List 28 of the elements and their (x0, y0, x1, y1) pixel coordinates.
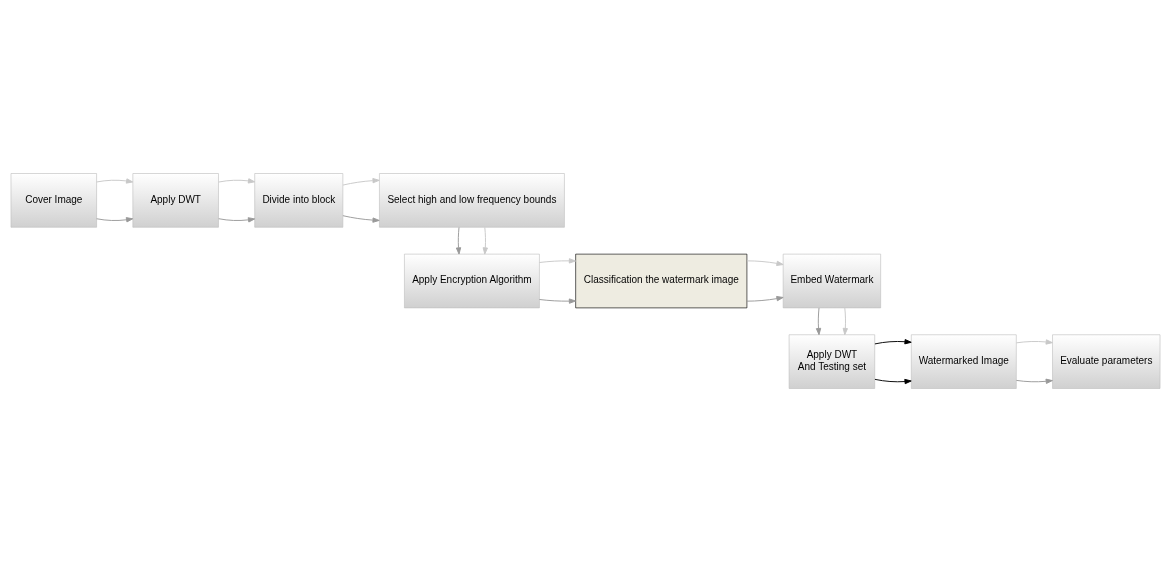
node-box: Select high and low frequency bounds (379, 173, 565, 228)
node-box: Apply Encryption Algorithm (404, 253, 540, 309)
node-box: Classification the watermark image (575, 253, 748, 309)
node-box: Cover Image (10, 173, 97, 228)
arrow (455, 226, 462, 255)
arrow (1015, 339, 1053, 345)
node-box: Apply DWT And Testing set (788, 334, 876, 389)
arrow (96, 217, 134, 223)
arrow (342, 178, 380, 186)
arrow (342, 215, 380, 223)
arrow (218, 178, 256, 184)
arrow (746, 260, 784, 267)
arrow (874, 339, 912, 345)
arrow (538, 258, 577, 264)
arrow (482, 226, 488, 255)
node-box: Watermarked Image (910, 334, 1017, 389)
arrow (218, 217, 256, 223)
arrow (874, 378, 912, 385)
arrow (96, 178, 134, 184)
arrow (815, 307, 822, 336)
arrow (842, 307, 848, 336)
arrow (746, 295, 784, 302)
node-box: Apply DWT (132, 173, 219, 228)
node-box: Divide into block (254, 173, 344, 228)
node-box: Embed Watermark (782, 253, 881, 309)
arrow (538, 298, 577, 304)
arrow (1015, 378, 1053, 384)
node-box: Evaluate parameters (1052, 334, 1161, 389)
